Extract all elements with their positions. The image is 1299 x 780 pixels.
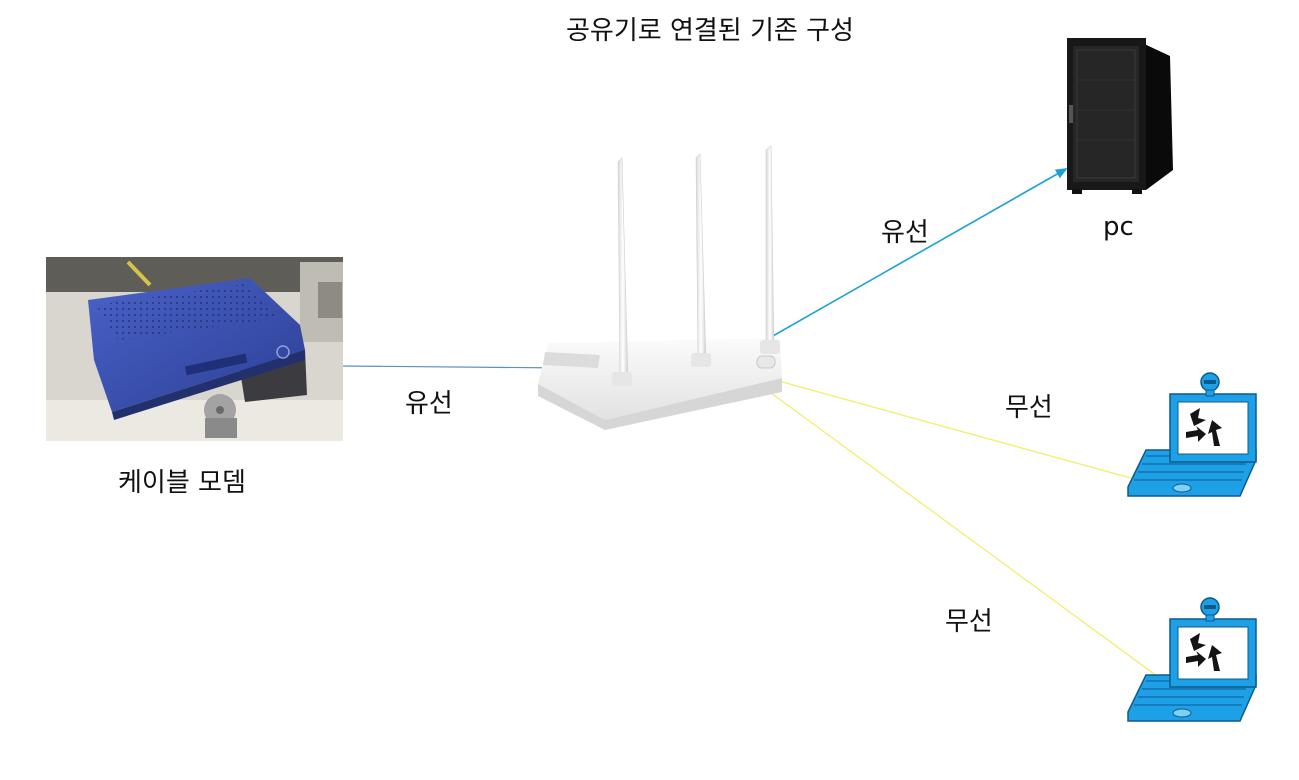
link-label-router-pc: 유선 bbox=[881, 218, 929, 248]
cable-modem-icon bbox=[46, 257, 343, 441]
link-router-laptop-1 bbox=[774, 379, 1139, 481]
link-label-router-laptop-1: 무선 bbox=[1005, 393, 1053, 423]
wifi-router-icon bbox=[538, 145, 782, 430]
link-modem-router bbox=[342, 365, 571, 369]
pc-label: pc bbox=[1103, 212, 1134, 242]
laptop-icon bbox=[1127, 372, 1257, 497]
link-router-laptop-2 bbox=[736, 367, 1177, 691]
laptop-icon bbox=[1127, 597, 1257, 722]
link-label-modem-router: 유선 bbox=[405, 389, 453, 419]
link-label-router-laptop-2: 무선 bbox=[945, 607, 993, 637]
diagram-title: 공유기로 연결된 기존 구성 bbox=[566, 16, 854, 46]
modem-label: 케이블 모뎀 bbox=[118, 468, 246, 498]
pc-server-icon bbox=[1067, 38, 1173, 194]
link-router-pc bbox=[749, 168, 1068, 350]
